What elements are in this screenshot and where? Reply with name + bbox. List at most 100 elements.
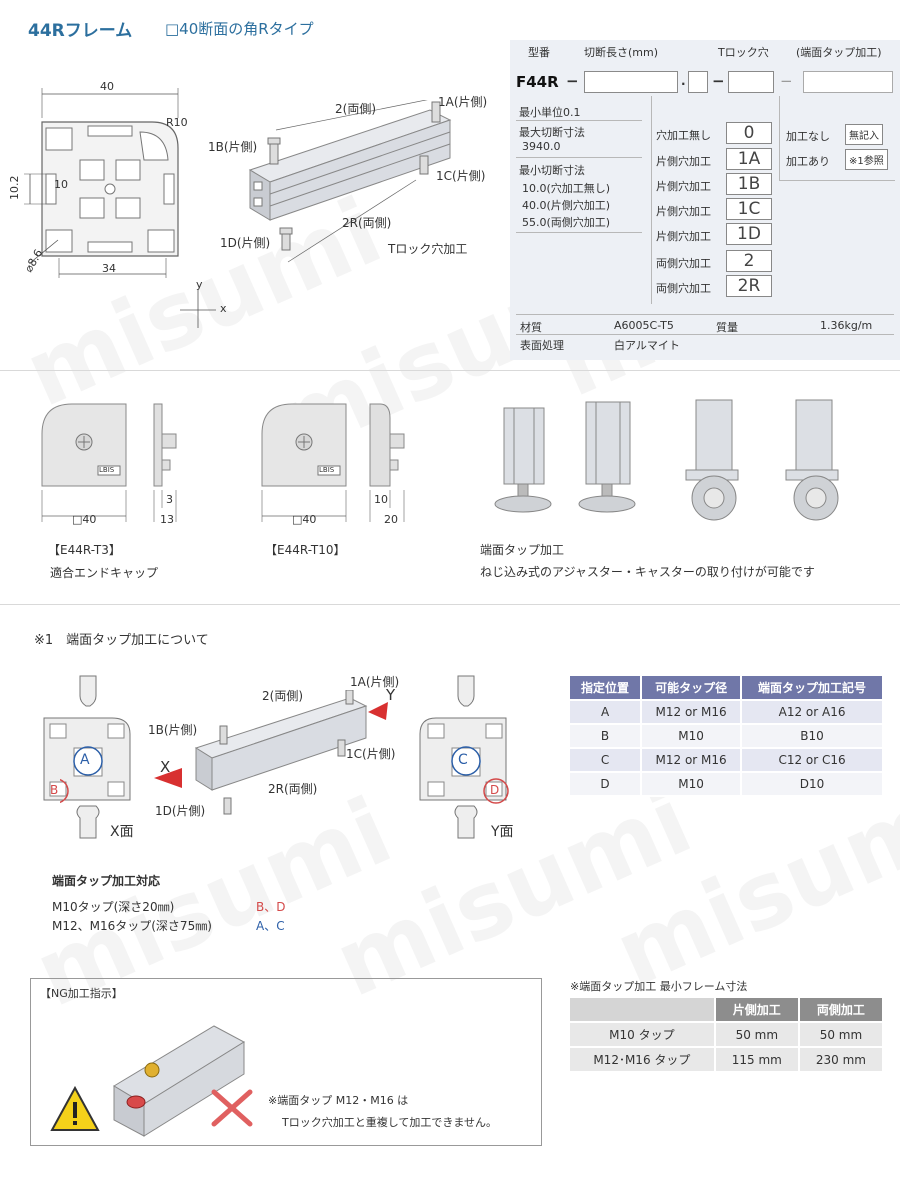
option-code-2r[interactable]: 2R (726, 275, 772, 297)
x-face-drawing (43, 675, 131, 839)
option-code-1b[interactable]: 1B (726, 173, 772, 195)
tap-label-2r: 2R(両側) (268, 782, 318, 796)
min-cut-3: 55.0(両側穴加工) (522, 216, 611, 229)
tap-frame-isometric (154, 690, 388, 815)
decimal-dot: . (681, 74, 686, 88)
tap-label-1d: 1D(片側) (155, 804, 206, 818)
table-cell: A (567, 699, 643, 725)
table-row: A M12 or M16 A12 or A16 (567, 699, 884, 725)
t3-dim-3: 3 (166, 493, 173, 506)
tap-none-label: 加工なし (786, 130, 830, 143)
iso-label-1b: 1B(片側) (208, 140, 258, 154)
tap-label-1b: 1B(片側) (148, 723, 198, 737)
tap-table-header: 指定位置 (567, 674, 643, 701)
option-code-1c[interactable]: 1C (726, 198, 772, 220)
length-input[interactable] (584, 71, 678, 93)
table-cell: M12 or M16 (640, 747, 743, 773)
tap-feature-desc: ねじ込み式のアジャスター・キャスターの取り付けが可能です (480, 565, 815, 579)
option-code-1d[interactable]: 1D (726, 223, 772, 245)
support-spec-1: M10タップ(深さ20㎜) (52, 900, 175, 914)
dash-3: − (780, 72, 793, 90)
iso-label-1a: 1A(片側) (438, 95, 488, 109)
mass-label: 質量 (716, 321, 738, 334)
dim-width: 40 (100, 80, 114, 93)
ng-cross-icon (211, 1089, 253, 1127)
option-label: 片側穴加工 (656, 205, 711, 218)
table-cell: 50 mm (713, 1021, 800, 1048)
mass-value: 1.36kg/m (820, 319, 873, 332)
surface-value: 白アルマイト (614, 339, 680, 352)
endcap-t3-name: 【E44R-T3】 (48, 543, 121, 557)
cross-section-drawing (24, 88, 216, 328)
option-label: 片側穴加工 (656, 230, 711, 243)
table-cell: 50 mm (797, 1021, 885, 1048)
ng-frame-illustration (113, 1025, 246, 1137)
dim-slot: 10 (54, 178, 68, 191)
dash-2: − (712, 72, 725, 90)
t10-dim-front: □40 (292, 513, 317, 526)
tap-section-heading: ※1 端面タップ加工について (34, 633, 209, 648)
option-code-1a[interactable]: 1A (726, 148, 772, 170)
iso-label-1c: 1C(片側) (436, 169, 486, 183)
ng-note-2: Tロック穴加工と重複して加工できません。 (282, 1116, 498, 1129)
x-face-label: X面 (110, 824, 134, 840)
table-cell: A12 or A16 (740, 699, 884, 725)
min-frame-table: 片側加工 両側加工 M10 タップ 50 mm 50 mm M12･M16 タッ… (568, 996, 885, 1073)
table-cell: B10 (740, 723, 884, 749)
iso-label-2r: 2R(両側) (342, 216, 392, 230)
table-cell: 230 mm (797, 1046, 885, 1073)
tap-none-code[interactable]: 無記入 (845, 124, 883, 145)
col-tap: (端面タップ加工) (796, 46, 882, 59)
tap-yes-label: 加工あり (786, 155, 830, 168)
material-label: 材質 (520, 321, 542, 334)
tap-feature-title: 端面タップ加工 (480, 543, 565, 557)
tlock-input[interactable] (728, 71, 774, 93)
min-table-header: 両側加工 (797, 996, 885, 1023)
mark-c: C (458, 752, 468, 768)
table-cell: D10 (740, 771, 884, 797)
page-subtitle: □40断面の角Rタイプ (165, 20, 314, 38)
material-value: A6005C-T5 (614, 319, 674, 332)
table-cell: C12 or C16 (740, 747, 884, 773)
part-prefix: F44R (516, 73, 559, 91)
warning-icon (50, 1085, 100, 1131)
min-frame-title: ※端面タップ加工 最小フレーム寸法 (570, 980, 748, 993)
min-table-header: 片側加工 (713, 996, 800, 1023)
max-cut-value: 3940.0 (522, 140, 561, 153)
table-cell: C (567, 747, 643, 773)
adjuster-caster-illustration (494, 399, 839, 521)
table-cell: M12 or M16 (640, 699, 743, 725)
table-cell: B (567, 723, 643, 749)
max-cut-label: 最大切断寸法 (519, 126, 585, 139)
dim-radius: R10 (166, 116, 188, 129)
table-cell: 115 mm (713, 1046, 800, 1073)
endcap-logo: LBIS (99, 466, 115, 474)
t3-dim-13: 13 (160, 513, 174, 526)
dim-34: 34 (102, 262, 116, 275)
tap-spec-table: 指定位置 可能タップ径 端面タップ加工記号 A M12 or M16 A12 o… (567, 674, 884, 797)
option-label: 穴加工無し (656, 129, 711, 142)
arrow-y-label: Y (386, 686, 396, 704)
tap-label-1a: 1A(片側) (350, 675, 400, 689)
iso-label-2: 2(両側) (335, 102, 376, 116)
col-tlock: Tロック穴 (718, 46, 769, 59)
min-cut-1: 10.0(穴加工無し) (522, 182, 611, 195)
arrow-x-label: X (160, 758, 171, 776)
min-cut-2: 40.0(片側穴加工) (522, 199, 611, 212)
ng-title: 【NG加工指示】 (40, 987, 123, 1000)
endcap-t3-drawing (41, 403, 177, 522)
axis-y-label: y (196, 278, 203, 291)
support-spec-2: M12、M16タップ(深さ75㎜) (52, 919, 212, 933)
option-code-0[interactable]: 0 (726, 122, 772, 144)
tap-yes-code[interactable]: ※1参照 (845, 149, 888, 170)
tap-input[interactable] (803, 71, 893, 93)
length-decimal-input[interactable] (688, 71, 708, 93)
t10-dim-20: 20 (384, 513, 398, 526)
table-cell: M10 (640, 723, 743, 749)
option-code-2[interactable]: 2 (726, 250, 772, 272)
tap-label-2: 2(両側) (262, 689, 303, 703)
ng-note-1: ※端面タップ M12・M16 は (268, 1094, 409, 1107)
col-length: 切断長さ(mm) (584, 46, 659, 59)
option-label: 片側穴加工 (656, 180, 711, 193)
endcap-t10-drawing (261, 403, 405, 522)
